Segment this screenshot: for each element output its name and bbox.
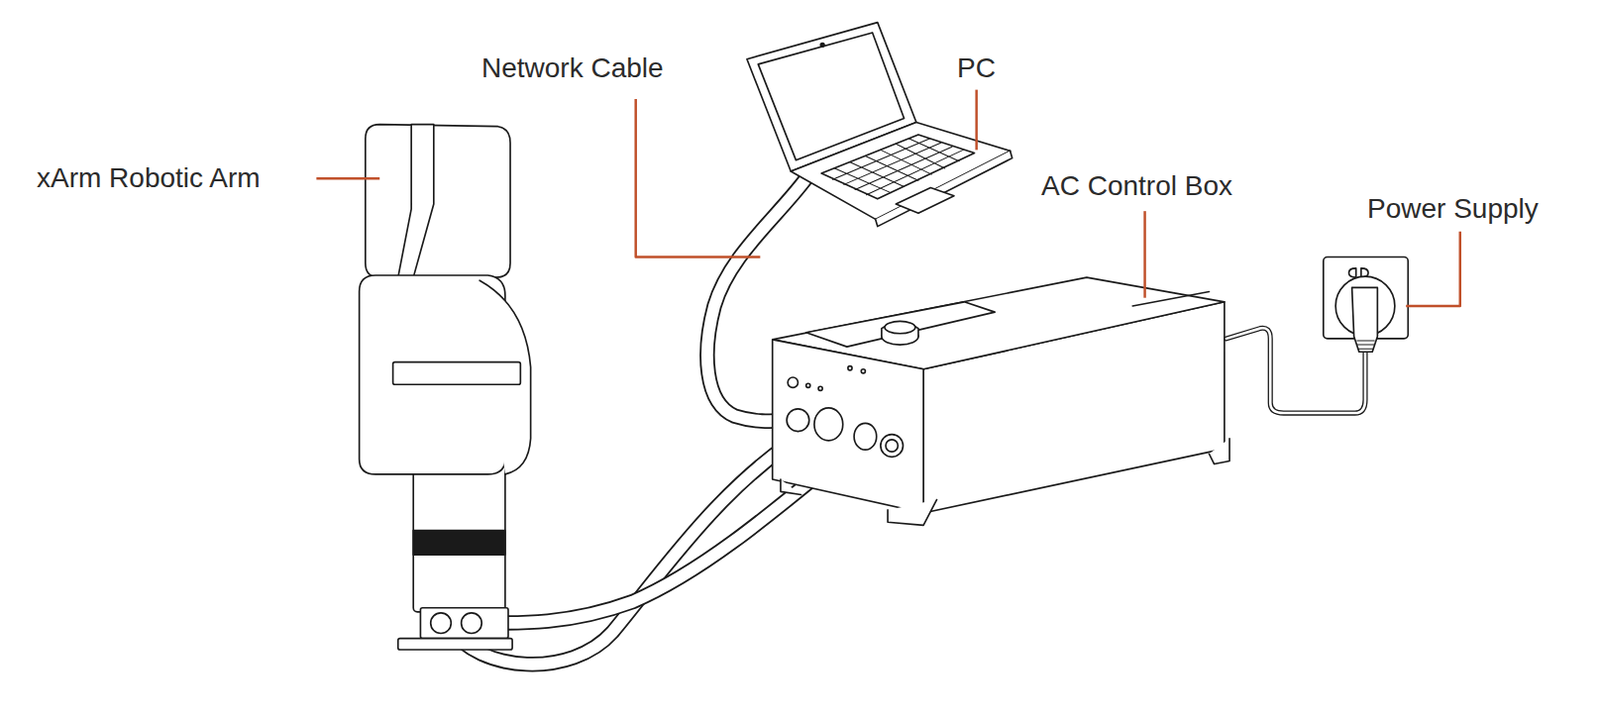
arm-strip [398, 124, 434, 278]
front-connector [814, 408, 844, 441]
arm-flange [393, 362, 522, 386]
front-port [885, 439, 898, 452]
arm-band [413, 530, 506, 555]
front-led [848, 366, 853, 371]
leader-line [1405, 231, 1461, 307]
front-led [818, 386, 823, 391]
box-panel [806, 302, 996, 347]
leader-line [636, 99, 761, 258]
box-foot [780, 438, 1230, 527]
cable-core [707, 178, 807, 422]
part-label: AC Control Box [1041, 169, 1233, 204]
leader-line [316, 177, 380, 180]
network-cable [707, 178, 807, 422]
leader-line [974, 90, 977, 151]
box-front [772, 339, 924, 514]
arm-port [461, 613, 483, 635]
cable-casing [707, 178, 807, 422]
cord [1226, 327, 1366, 414]
part-label: Network Cable [481, 51, 664, 86]
laptop-keyboard [821, 134, 974, 200]
plug-body [1352, 287, 1379, 352]
arm-base [420, 608, 509, 640]
cord [1226, 327, 1366, 414]
part-label: PC [957, 51, 996, 86]
arm-link [365, 124, 511, 278]
emergency-stop [884, 320, 916, 333]
laptop [746, 22, 1013, 227]
leader-lines [316, 90, 1460, 307]
front-port [880, 434, 904, 458]
front-button [787, 377, 798, 388]
part-label: Power Supply [1367, 192, 1539, 226]
front-led [806, 383, 811, 388]
part-label: xArm Robotic Arm [36, 161, 261, 196]
laptop-keys [832, 138, 963, 196]
robot-arm [359, 124, 532, 650]
laptop-camera [820, 42, 825, 47]
front-connector [853, 423, 877, 450]
front-led [860, 369, 865, 374]
leader-line [1143, 211, 1146, 299]
arm-port [430, 613, 452, 635]
laptop-touchpad [895, 187, 955, 214]
power-cord [1226, 257, 1408, 415]
control-box [772, 277, 1230, 526]
front-port [786, 409, 810, 432]
plug-grip [1357, 340, 1376, 349]
arm-foot [398, 639, 513, 650]
